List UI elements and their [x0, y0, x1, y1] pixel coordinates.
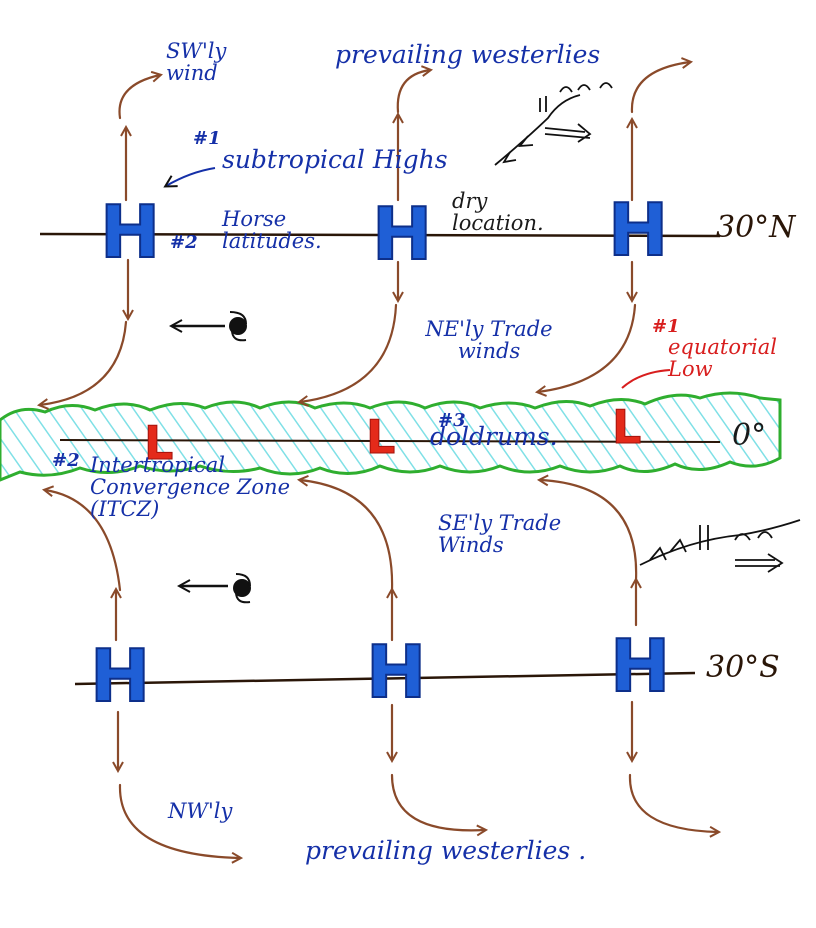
- subtropical-high-ne: H: [607, 188, 669, 272]
- subtropical-highs-label: subtropical Highs: [222, 145, 448, 174]
- itcz-label: Intertropical Convergence Zone (ITCZ): [90, 453, 291, 522]
- equatorial-low-label: equatorial Low: [668, 335, 777, 382]
- front-sketch-south: [639, 519, 801, 573]
- horse-latitudes-tag: #2: [170, 232, 198, 253]
- southern-westerly-arrow-3: [628, 773, 718, 832]
- itcz-cloud-band: [0, 391, 782, 482]
- ne-trade-winds-label: NE'ly Trade winds: [425, 317, 553, 364]
- ne-trade-direction-symbol: [172, 311, 247, 342]
- subtropical-high-s: H: [365, 630, 427, 714]
- nw-wind-label: NW'ly: [168, 799, 233, 823]
- westerly-arrow-3: [630, 62, 690, 114]
- equatorial-low-pointer: [621, 369, 671, 389]
- latitude-label-30n: 30°N: [716, 210, 796, 245]
- wind-arrows: [40, 62, 718, 858]
- equatorial-low-e: L: [611, 400, 642, 454]
- equatorial-low-tag: #1: [652, 316, 680, 337]
- itcz-tag: #2: [52, 450, 80, 471]
- prevailing-westerlies-south-label: prevailing westerlies .: [305, 836, 587, 865]
- ne-trade-arrow-3: [538, 303, 637, 392]
- equatorial-low-w: L: [143, 416, 174, 470]
- latitude-line-equator: [59, 439, 721, 443]
- equatorial-low-c: L: [365, 410, 396, 464]
- se-trade-direction-symbol: [180, 573, 251, 604]
- southern-westerly-arrow-2: [390, 773, 485, 830]
- subtropical-high-nw: H: [99, 190, 161, 274]
- latitude-label-30s: 30°S: [706, 650, 780, 685]
- ne-trade-arrow-1: [40, 320, 128, 405]
- se-trade-winds-label: SE'ly Trade Winds: [438, 511, 562, 558]
- latitude-label-equator: 0°: [732, 418, 767, 453]
- latitude-line-30n: [39, 232, 721, 238]
- westerly-arrow-2: [396, 70, 430, 114]
- subtropical-high-pointer: [166, 167, 216, 186]
- prevailing-westerlies-north-label: prevailing westerlies: [335, 40, 601, 69]
- se-trade-arrow-2: [300, 480, 394, 592]
- subtropical-highs-tag: #1: [193, 128, 221, 149]
- front-sketch-north: [494, 82, 613, 166]
- se-trade-arrow-1: [45, 490, 122, 592]
- ne-trade-arrow-2: [300, 303, 398, 402]
- subtropical-high-se: H: [609, 624, 671, 708]
- doldrums-tag: #3: [438, 410, 466, 431]
- sw-wind-label: SW'ly wind: [166, 39, 227, 86]
- subtropical-high-n: H: [371, 192, 433, 276]
- latitude-line-30s: [74, 671, 696, 686]
- doldrums-label: doldrums.: [430, 422, 558, 451]
- subtropical-high-sw: H: [89, 634, 151, 718]
- dry-location-label: dry location.: [452, 189, 544, 236]
- horse-latitudes-label: Horse latitudes.: [222, 207, 322, 254]
- westerly-arrow-1: [118, 75, 161, 120]
- southern-westerly-arrow-1: [118, 783, 240, 858]
- se-trade-arrow-3: [540, 480, 638, 582]
